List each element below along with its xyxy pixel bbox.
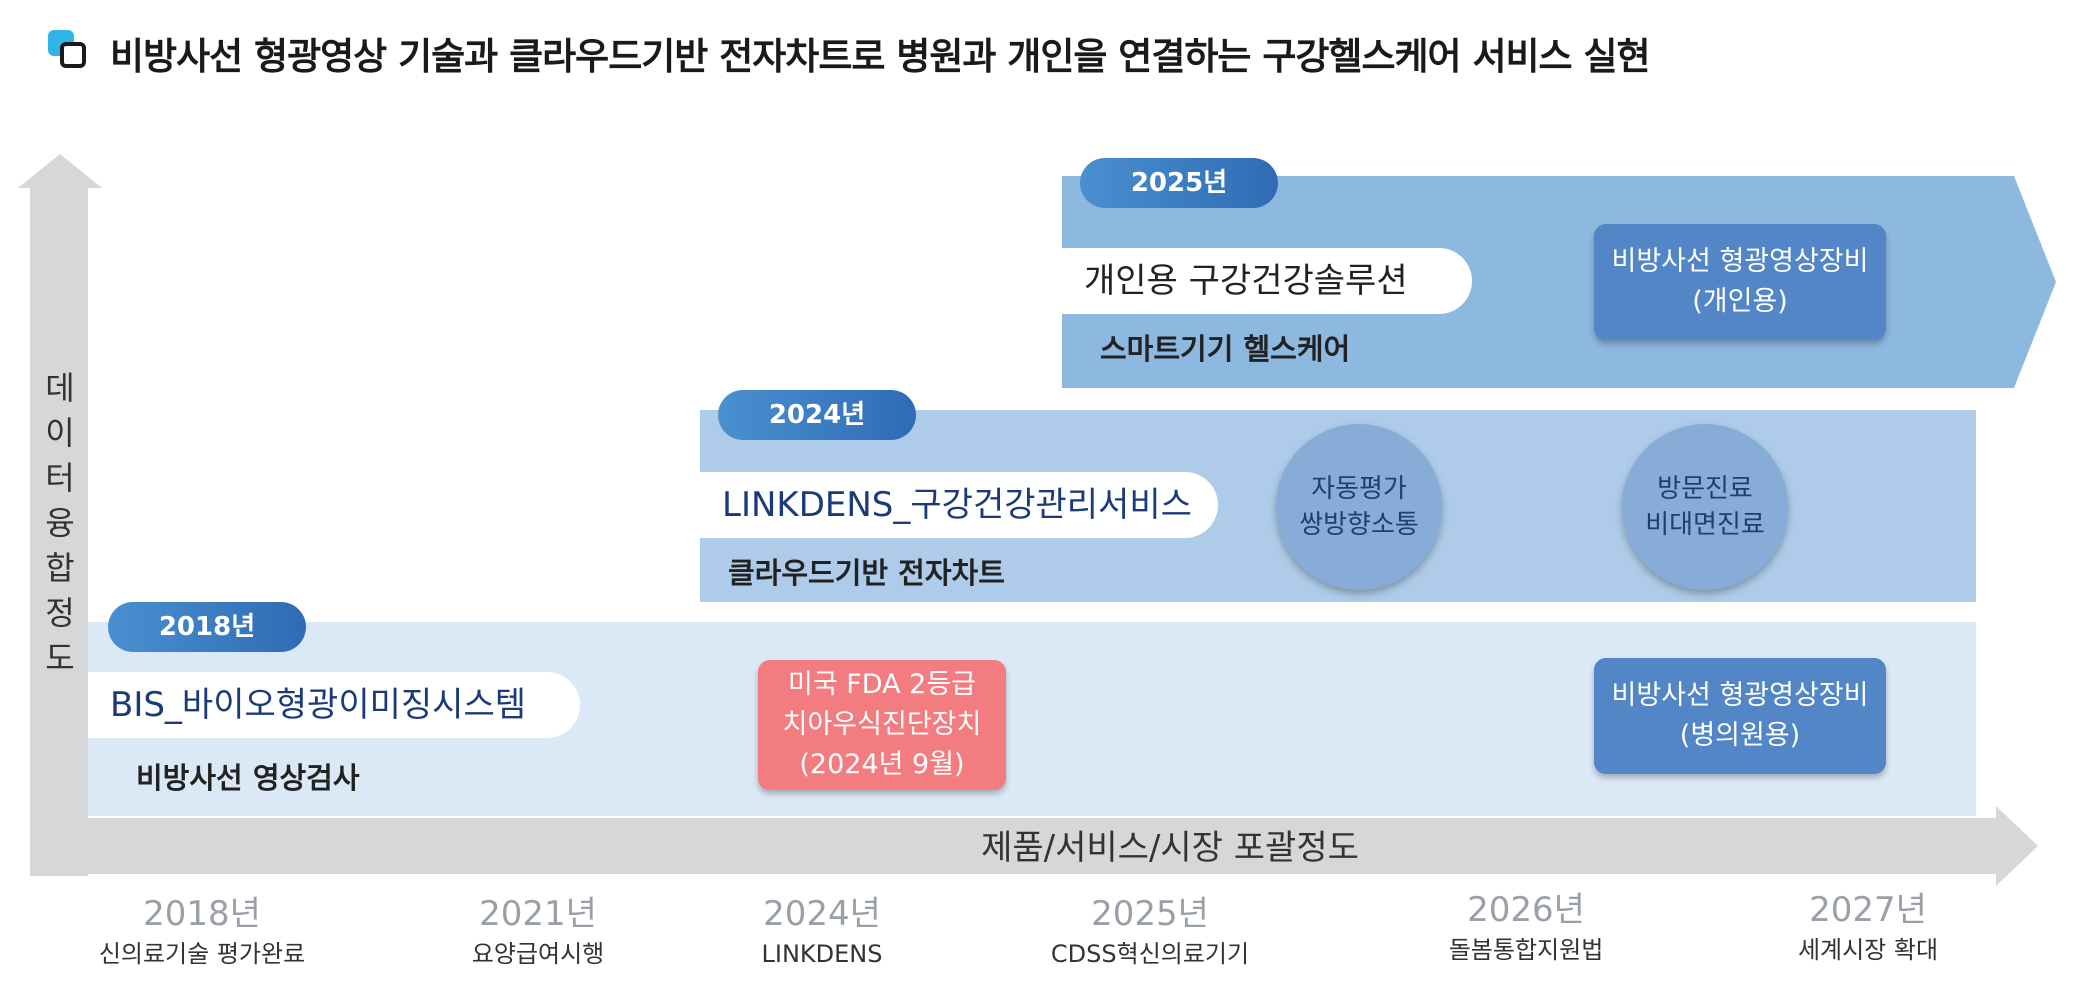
timeline-year: 2018년: [143, 894, 261, 934]
personal-device-box: 비방사선 형광영상장비 (개인용): [1594, 224, 1886, 340]
timeline-year: 2027년: [1809, 890, 1927, 930]
band-2025-arrowhead: [2014, 176, 2056, 388]
timeline-desc: 돌봄통합지원법: [1448, 936, 1604, 964]
circle2-line2: 비대면진료: [1645, 510, 1765, 540]
personal-device-line2: (개인용): [1692, 286, 1788, 317]
fda-box-line2: 치아우식진단장치: [782, 709, 982, 740]
fda-box-line3: (2024년 9월): [799, 749, 965, 780]
timeline-item: 2027년 세계시장 확대: [1738, 890, 1998, 968]
timeline-item: 2026년 돌봄통합지원법: [1396, 890, 1656, 968]
circle2-line1: 방문진료: [1657, 474, 1753, 504]
feature-circle-remote-care: 방문진료 비대면진료: [1622, 424, 1788, 590]
clinic-device-line2: (병의원용): [1679, 720, 1801, 751]
year-badge-2024: 2024년: [718, 390, 916, 440]
band-2025-subtitle: 스마트기기 헬스케어: [1100, 332, 1351, 366]
year-badge-2018: 2018년: [108, 602, 306, 652]
circle1-line1: 자동평가: [1311, 474, 1407, 504]
timeline-year: 2021년: [479, 894, 597, 934]
timeline-item: 2024년 LINKDENS: [692, 894, 952, 972]
product-name-personal-solution: 개인용 구강건강솔루션: [1062, 248, 1472, 314]
horizontal-axis-arrowhead: [1996, 806, 2038, 886]
timeline-desc: CDSS혁신의료기기: [1050, 940, 1250, 968]
overlapping-squares-icon: [48, 30, 88, 70]
product-name-linkdens: LINKDENS_구강건강관리서비스: [700, 472, 1218, 538]
timeline-desc: 신의료기술 평가완료: [98, 940, 306, 968]
clinic-device-line1: 비방사선 형광영상장비: [1611, 680, 1869, 711]
vertical-axis-arrow: [30, 186, 88, 876]
year-badge-2025: 2025년: [1080, 158, 1278, 208]
timeline-item: 2025년 CDSS혁신의료기기: [1020, 894, 1280, 972]
band-2018-subtitle: 비방사선 영상검사: [136, 761, 360, 795]
timeline-desc: 세계시장 확대: [1797, 936, 1939, 964]
title-icon-square-outline: [60, 42, 86, 68]
horizontal-axis-label: 제품/서비스/시장 포괄정도: [981, 828, 1359, 868]
timeline-desc: 요양급여시행: [471, 940, 605, 968]
product-name-bis: BIS_바이오형광이미징시스템: [88, 672, 580, 738]
fda-approval-box: 미국 FDA 2등급 치아우식진단장치 (2024년 9월): [758, 660, 1006, 790]
page-title: 비방사선 형광영상 기술과 클라우드기반 전자차트로 병원과 개인을 연결하는 …: [110, 35, 1651, 78]
timeline-item: 2021년 요양급여시행: [408, 894, 668, 972]
personal-device-line1: 비방사선 형광영상장비: [1611, 246, 1869, 277]
circle1-line2: 쌍방향소통: [1299, 510, 1419, 540]
timeline-item: 2018년 신의료기술 평가완료: [72, 894, 332, 972]
band-2024-subtitle: 클라우드기반 전자차트: [728, 556, 1005, 590]
fda-box-line1: 미국 FDA 2등급: [787, 669, 977, 700]
vertical-axis-label: 데이터 융합정도: [45, 369, 75, 677]
horizontal-axis-arrow: [30, 818, 2000, 874]
timeline-year: 2026년: [1467, 890, 1585, 930]
clinic-device-box: 비방사선 형광영상장비 (병의원용): [1594, 658, 1886, 774]
timeline-year: 2025년: [1091, 894, 1209, 934]
feature-circle-auto-evaluation: 자동평가 쌍방향소통: [1276, 424, 1442, 590]
timeline-year: 2024년: [763, 894, 881, 934]
timeline-desc: LINKDENS: [761, 940, 883, 968]
vertical-axis-arrowhead: [18, 154, 102, 188]
